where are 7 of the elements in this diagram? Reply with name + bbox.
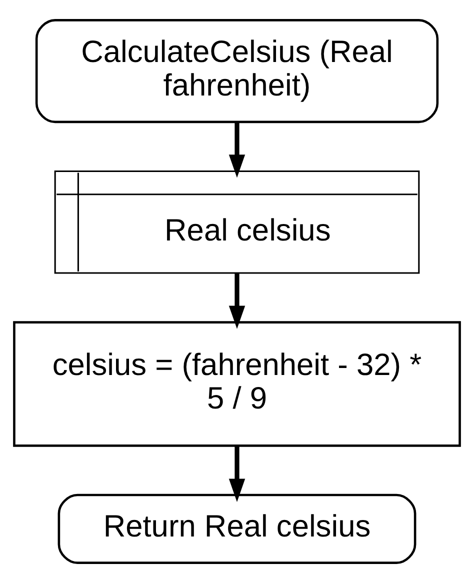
arrow (228, 273, 246, 329)
node-box: CalculateCelsius (Real fahrenheit) (35, 19, 439, 124)
arrow (228, 122, 246, 178)
node-box: Return Real celsius (58, 494, 416, 564)
node-box: celsius = (fahrenheit - 32) * 5 / 9 (13, 321, 461, 447)
arrow (228, 446, 246, 502)
node-box: Real celsius (54, 170, 420, 274)
